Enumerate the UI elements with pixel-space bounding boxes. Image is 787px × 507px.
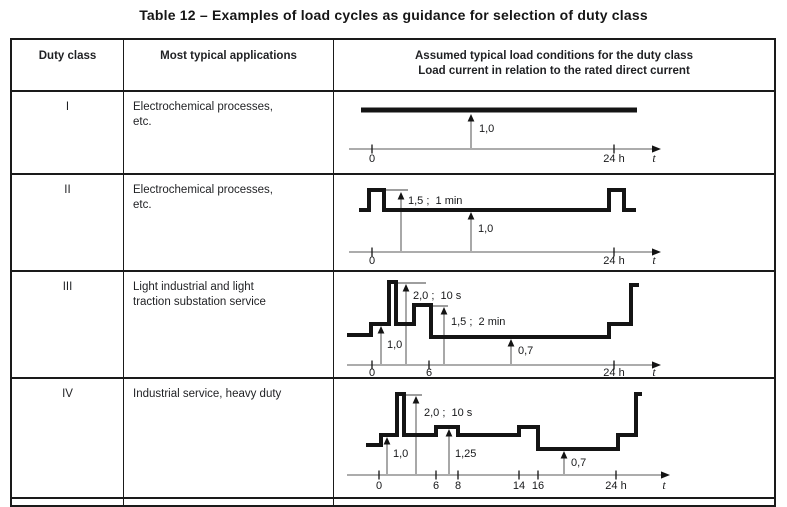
svg-text:1,5 ; 1 min: 1,5 ; 1 min [408,195,462,207]
svg-text:6: 6 [433,480,439,492]
load-cycle-diagram-class-i: 0 24 h t 1,0 [349,107,661,165]
applications-value-row-3: Light industrial and light traction subs… [124,272,334,379]
load-diagram-cell-row-4: 0 6 8 14 16 24 h t 1,0 2,0 ; 10 s 1,25 0,7 [334,379,774,499]
svg-text:16: 16 [532,480,544,492]
svg-text:1,0: 1,0 [393,448,408,460]
load-cycle-diagram-class-iii: 0 6 24 h t 1,0 2,0 ; 10 s 1,5 ; 2 min 0,7 [347,280,661,377]
svg-text:t: t [652,151,656,165]
load-diagram-cell-row-3: 0 6 24 h t 1,0 2,0 ; 10 s 1,5 ; 2 min 0,7 [334,272,774,379]
svg-text:1,0: 1,0 [479,123,494,135]
svg-text:24 h: 24 h [603,255,624,267]
duty-class-value-row-3: III [12,272,124,379]
svg-text:0,7: 0,7 [571,457,586,469]
svg-text:0: 0 [369,153,375,165]
svg-text:t: t [652,365,656,377]
load-diagram-cell-row-1: 0 24 h t 1,0 [334,92,774,175]
load-cycle-diagram-class-ii: 0 24 h t 1,5 ; 1 min 1,0 [349,188,661,267]
header-applications: Most typical applications [124,40,334,92]
svg-text:1,25: 1,25 [455,448,476,460]
load-cycle-diagram-class-iv: 0 6 8 14 16 24 h t 1,0 2,0 ; 10 s 1,25 0,7 [347,392,670,492]
svg-text:t: t [652,253,656,267]
svg-text:0: 0 [369,255,375,267]
svg-text:t: t [662,478,666,492]
svg-text:2,0 ; 10 s: 2,0 ; 10 s [424,407,473,419]
svg-text:24 h: 24 h [603,367,624,377]
partial-row-cell [334,499,774,505]
svg-text:1,5 ; 2 min: 1,5 ; 2 min [451,316,505,328]
table-title: Table 12 – Examples of load cycles as gu… [139,7,648,23]
svg-text:0,7: 0,7 [518,345,533,357]
applications-value-row-2: Electrochemical processes, etc. [124,175,334,272]
svg-text:24 h: 24 h [603,153,624,165]
header-load-conditions: Assumed typical load conditions for the … [334,40,774,92]
applications-value-row-1: Electrochemical processes, etc. [124,92,334,175]
svg-text:0: 0 [376,480,382,492]
header-duty-class: Duty class [12,40,124,92]
partial-row-cell [124,499,334,505]
svg-text:6: 6 [426,367,432,377]
svg-text:2,0 ; 10 s: 2,0 ; 10 s [413,290,462,302]
partial-row-cell [12,499,124,505]
svg-text:1,0: 1,0 [478,223,493,235]
svg-text:0: 0 [369,367,375,377]
duty-class-value-row-1: I [12,92,124,175]
duty-class-value-row-2: II [12,175,124,272]
svg-text:8: 8 [455,480,461,492]
svg-text:1,0: 1,0 [387,339,402,351]
applications-value-row-4: Industrial service, heavy duty [124,379,334,499]
svg-text:14: 14 [513,480,525,492]
duty-class-table: Duty class Most typical applications Ass… [10,38,776,507]
svg-text:24 h: 24 h [605,480,626,492]
duty-class-value-row-4: IV [12,379,124,499]
load-diagram-cell-row-2: 0 24 h t 1,5 ; 1 min 1,0 [334,175,774,272]
